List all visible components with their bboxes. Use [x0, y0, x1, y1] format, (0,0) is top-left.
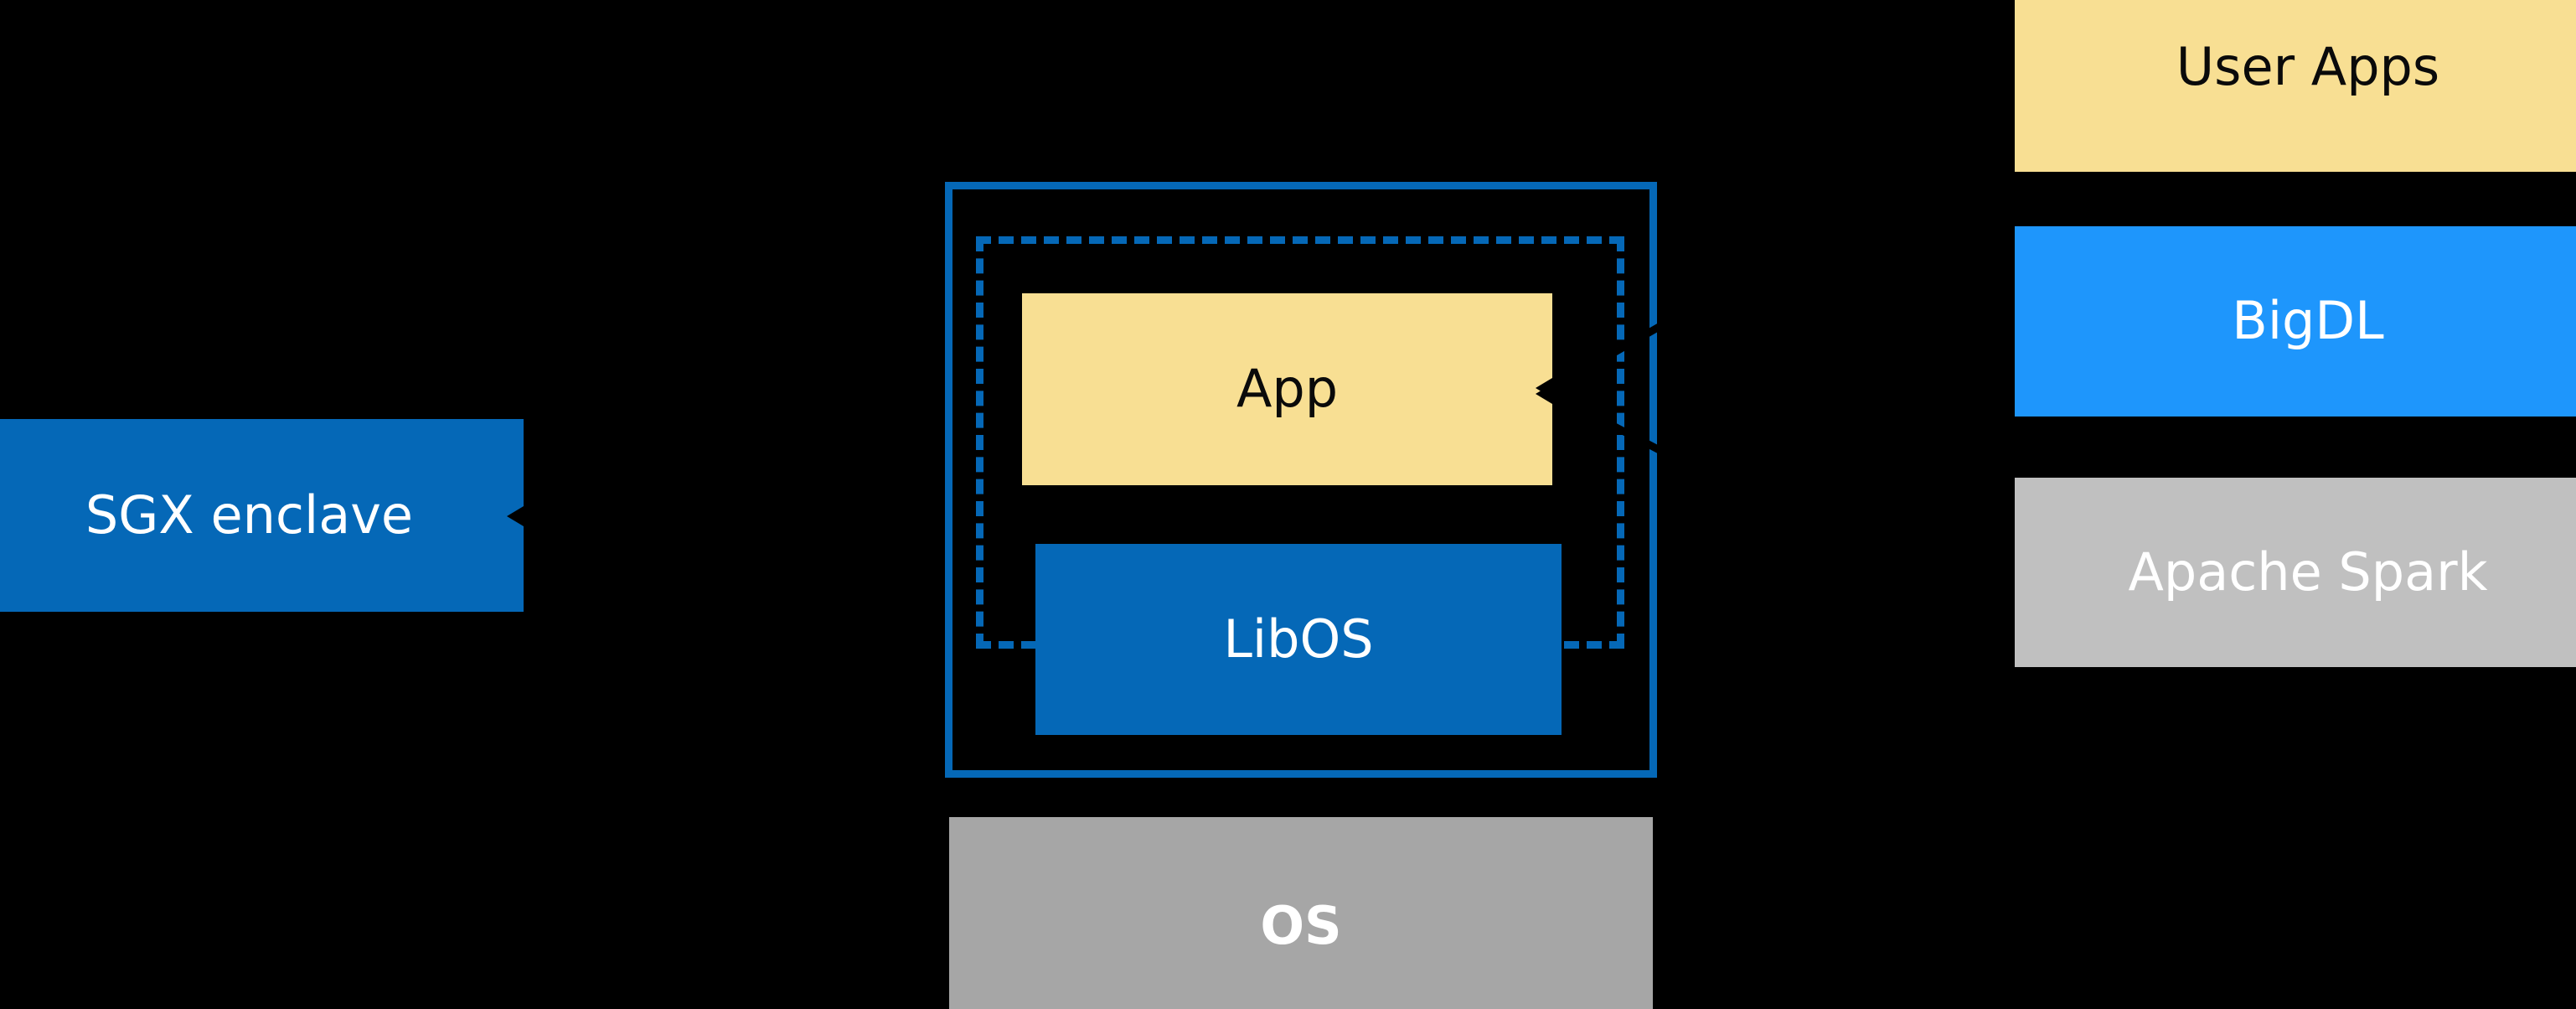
- user-apps-node: User Apps: [2015, 0, 2576, 172]
- connector-sgx-to-enclave: [507, 506, 945, 526]
- libos-node: LibOS: [1035, 544, 1562, 735]
- user-apps-label: User Apps: [2176, 35, 2440, 97]
- os-label: OS: [1260, 894, 1342, 956]
- bigdl-node: BigDL: [2015, 226, 2576, 417]
- sgx-enclave-node: SGX enclave: [0, 419, 524, 612]
- apache-spark-label: Apache Spark: [2128, 541, 2488, 603]
- sgx-enclave-label: SGX enclave: [85, 484, 414, 546]
- apache-spark-node: Apache Spark: [2015, 478, 2576, 667]
- app-node: App: [1022, 293, 1552, 485]
- os-node: OS: [949, 817, 1653, 1009]
- bigdl-label: BigDL: [2232, 290, 2384, 352]
- app-label: App: [1236, 358, 1339, 420]
- libos-label: LibOS: [1223, 608, 1374, 670]
